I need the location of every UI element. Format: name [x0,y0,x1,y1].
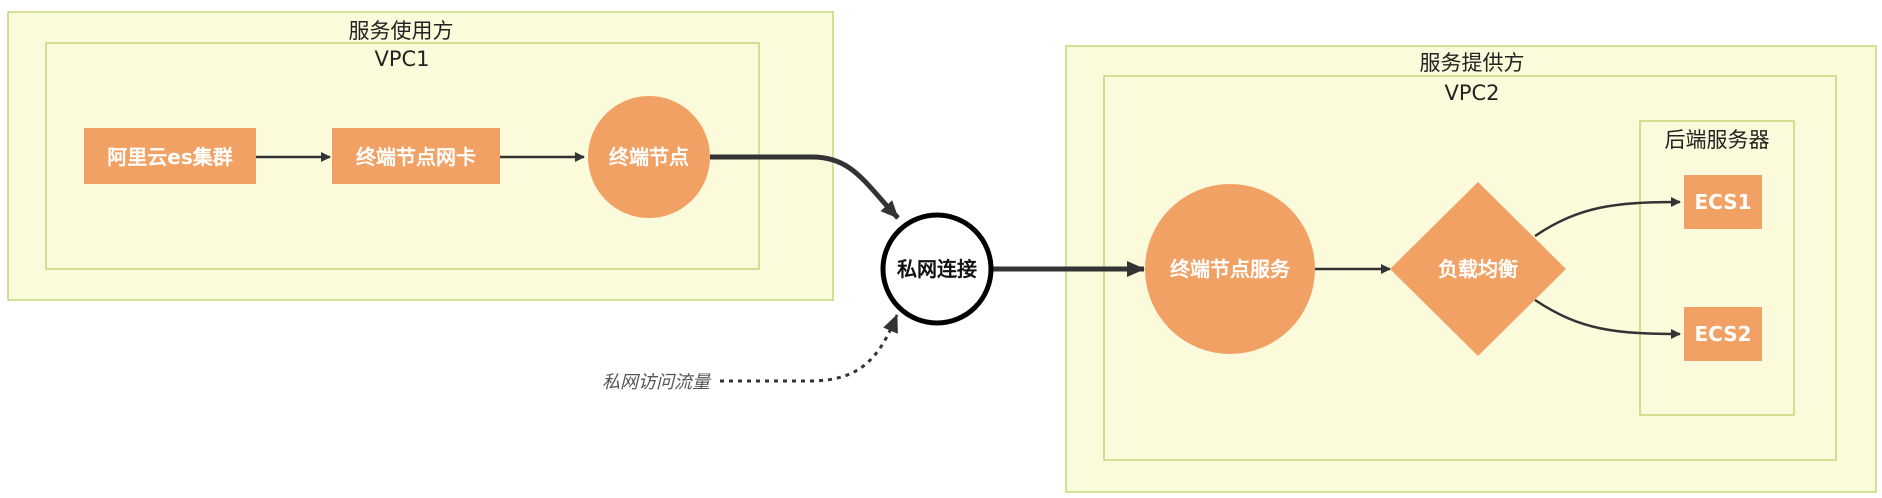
vpc2-label: VPC2 [1444,81,1499,105]
backend-container [1639,120,1795,416]
ecs1-label: ECS1 [1694,190,1751,214]
provider-title: 服务提供方 [1420,51,1525,75]
private-link-label: 私网连接 [897,257,977,281]
edge-lb-to-ecs1 [1534,197,1681,238]
es-cluster-node [84,128,256,184]
endpoint-service-node [1145,184,1315,354]
endpoint-label: 终端节点 [609,145,689,169]
private-link-node [880,212,994,326]
load-balancer-node [1390,182,1566,356]
edge-traffic-to-private-link [720,314,899,383]
load-balancer-label: 负载均衡 [1438,257,1518,281]
edge-lb-to-ecs2 [1534,298,1681,339]
backend-title: 后端服务器 [1665,128,1770,152]
consumer-title: 服务使用方 [349,19,454,43]
edge-endpoint-to-private-link [710,154,900,220]
endpoint-nic-label: 终端节点网卡 [356,145,476,169]
endpoint-nic-node [332,128,500,184]
es-cluster-label: 阿里云es集群 [107,145,232,169]
ecs2-node [1684,307,1762,361]
endpoint-node [588,96,710,218]
ecs1-node [1684,175,1762,229]
traffic-note: 私网访问流量 [602,372,712,393]
vpc1-label: VPC1 [374,47,429,71]
endpoint-service-label: 终端节点服务 [1170,257,1291,281]
ecs2-label: ECS2 [1694,322,1751,346]
